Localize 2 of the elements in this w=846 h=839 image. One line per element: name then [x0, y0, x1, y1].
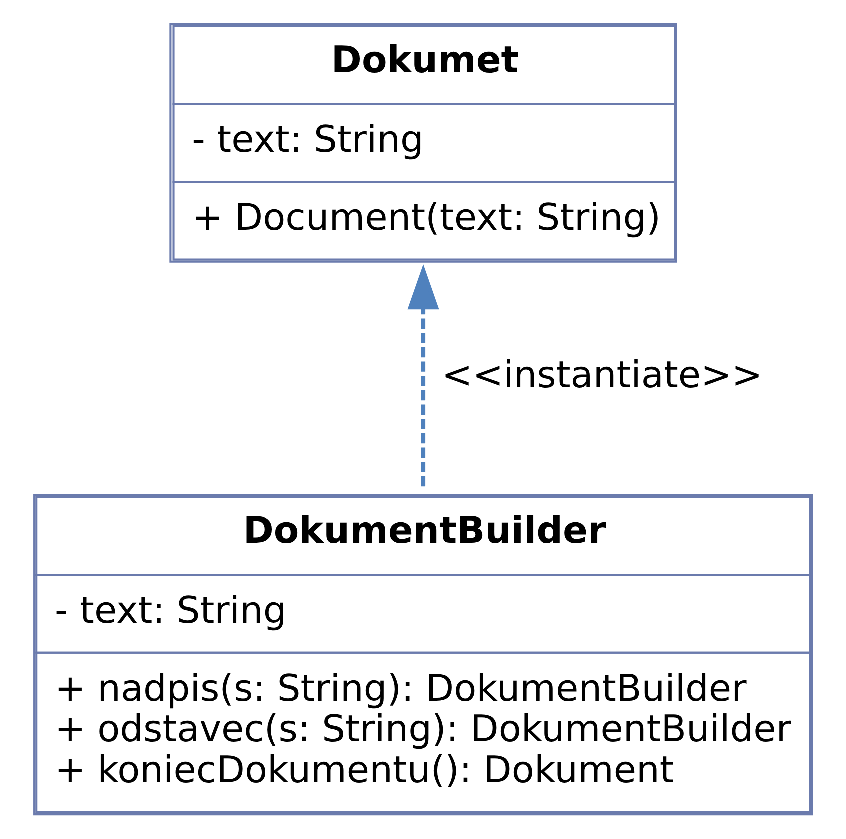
- arrow: [407, 264, 439, 487]
- edge-label: <<instantiate>>: [441, 354, 762, 397]
